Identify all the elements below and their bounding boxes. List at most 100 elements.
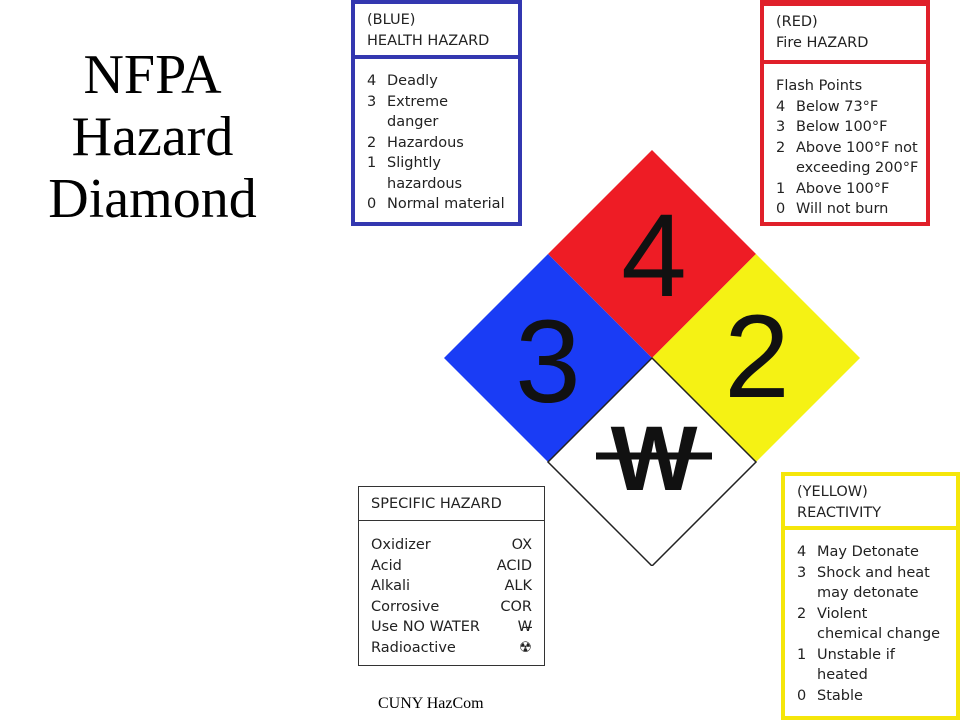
rating-text: exceeding 200°F	[796, 160, 919, 176]
specific-hazard-box: SPECIFIC HAZARD Oxidizer OX Acid ACID Alka…	[358, 486, 545, 666]
rating-number: 1	[776, 180, 786, 197]
rating-number	[367, 174, 387, 195]
list-item: Acid ACID	[371, 556, 532, 577]
rating-number	[797, 583, 817, 604]
rating-number: 2	[797, 605, 807, 622]
rating-number: 1	[367, 155, 377, 171]
health-rating-value: 3	[515, 296, 581, 428]
list-item: 4 Deadly	[367, 71, 506, 92]
list-item: Oxidizer OX	[371, 535, 532, 556]
list-item: 2 Violent	[797, 604, 944, 625]
rating-text: Violent	[817, 605, 868, 622]
hazard-label: Corrosive	[371, 598, 440, 615]
list-item: 2 Hazardous	[367, 133, 506, 154]
rating-text: Extreme	[387, 93, 449, 110]
rating-text: Will not burn	[796, 201, 889, 217]
health-hazard-box: (BLUE) HEALTH HAZARD 4 Deadly 3 Extreme da…	[351, 0, 522, 226]
health-hazard-title: HEALTH HAZARD	[367, 32, 490, 49]
rating-number: 2	[776, 139, 786, 156]
rating-number: 4	[776, 98, 786, 115]
rating-number: 4	[367, 73, 377, 89]
page-title: NFPA Hazard Diamond	[20, 44, 285, 230]
no-water-icon: W̶	[517, 619, 532, 635]
health-hazard-header: (BLUE) HEALTH HAZARD	[355, 4, 518, 59]
rating-number: 3	[797, 564, 807, 581]
list-item: 3 Extreme	[367, 92, 506, 113]
flash-points-subtitle: Flash Points	[776, 78, 863, 94]
list-item: 0 Will not burn	[776, 199, 914, 220]
rating-text: Slightly	[387, 155, 441, 171]
title-line-2: Hazard	[71, 106, 234, 168]
list-item: Use NO WATER W̶	[371, 617, 532, 638]
rating-number	[797, 665, 817, 686]
health-hazard-list: 4 Deadly 3 Extreme danger 2 Hazardous 1 Slig…	[355, 59, 518, 222]
nfpa-diamond: 4 3 2 W	[444, 150, 860, 566]
rating-number: 1	[797, 646, 807, 663]
hazard-code: ACID	[496, 557, 532, 574]
list-item: 4 Below 73°F	[776, 97, 914, 118]
rating-number: 0	[797, 687, 807, 704]
rating-text: Below 100°F	[796, 119, 888, 135]
rating-number: 0	[367, 196, 377, 212]
rating-number: 0	[776, 201, 786, 217]
reactivity-color-label: (YELLOW)	[797, 484, 868, 500]
rating-text: Normal material	[387, 196, 505, 212]
list-item: hazardous	[367, 174, 506, 195]
rating-text: Deadly	[387, 73, 438, 89]
rating-number: 3	[367, 93, 377, 110]
hazard-label: Alkali	[371, 578, 411, 594]
list-item: 2 Above 100°F not	[776, 138, 918, 159]
fire-color-label: (RED)	[776, 14, 818, 30]
rating-number: 2	[367, 134, 377, 151]
rating-text: Above 100°F	[796, 180, 890, 197]
rating-text: Below 73°F	[796, 98, 879, 115]
hazard-code: OX	[511, 537, 532, 553]
rating-text: danger	[387, 114, 439, 130]
rating-text: Stable	[817, 687, 863, 704]
fire-rating-value: 4	[621, 190, 687, 322]
fire-hazard-box: (RED) Fire HAZARD Flash Points 4 Below 73…	[760, 0, 930, 226]
hazard-label: Use NO WATER	[371, 619, 480, 635]
fire-hazard-title: Fire HAZARD	[776, 34, 869, 51]
specific-hazard-header: SPECIFIC HAZARD	[359, 487, 544, 521]
list-item: 1 Above 100°F	[776, 179, 914, 200]
list-item: 1 Unstable if	[797, 645, 944, 666]
hazard-code: COR	[500, 598, 532, 615]
list-item: exceeding 200°F	[776, 158, 918, 179]
footer-credit: CUNY HazCom	[378, 695, 484, 712]
list-item: Radioactive ☢	[371, 638, 532, 659]
special-quadrant	[546, 356, 758, 566]
reactivity-title: REACTIVITY	[797, 504, 882, 521]
rating-text: may detonate	[817, 585, 919, 601]
list-item: 0 Stable	[797, 686, 944, 707]
list-item: heated	[797, 665, 944, 686]
rating-text: chemical change	[817, 626, 941, 642]
health-color-label: (BLUE)	[367, 12, 416, 28]
hazard-label: Acid	[371, 557, 402, 574]
radioactive-icon: ☢	[519, 639, 532, 656]
rating-text: Shock and heat	[817, 564, 930, 581]
rating-text: Unstable if	[817, 646, 895, 663]
hazard-label: Radioactive	[371, 639, 456, 656]
list-item: 3 Shock and heat	[797, 563, 944, 584]
rating-number	[367, 112, 387, 133]
rating-text: heated	[817, 667, 868, 683]
title-line-3: Diamond	[48, 168, 257, 230]
list-item: may detonate	[797, 583, 944, 604]
title-line-1: NFPA	[83, 44, 222, 106]
list-item: danger	[367, 112, 506, 133]
rating-text: Hazardous	[387, 134, 464, 151]
hazard-label: Oxidizer	[371, 537, 431, 553]
rating-number: 4	[797, 544, 807, 560]
rating-text: Above 100°F not	[796, 139, 918, 156]
rating-number: 3	[776, 119, 786, 135]
list-item: chemical change	[797, 624, 944, 645]
list-item: 3 Below 100°F	[776, 117, 914, 138]
reactivity-header: (YELLOW) REACTIVITY	[785, 476, 956, 530]
